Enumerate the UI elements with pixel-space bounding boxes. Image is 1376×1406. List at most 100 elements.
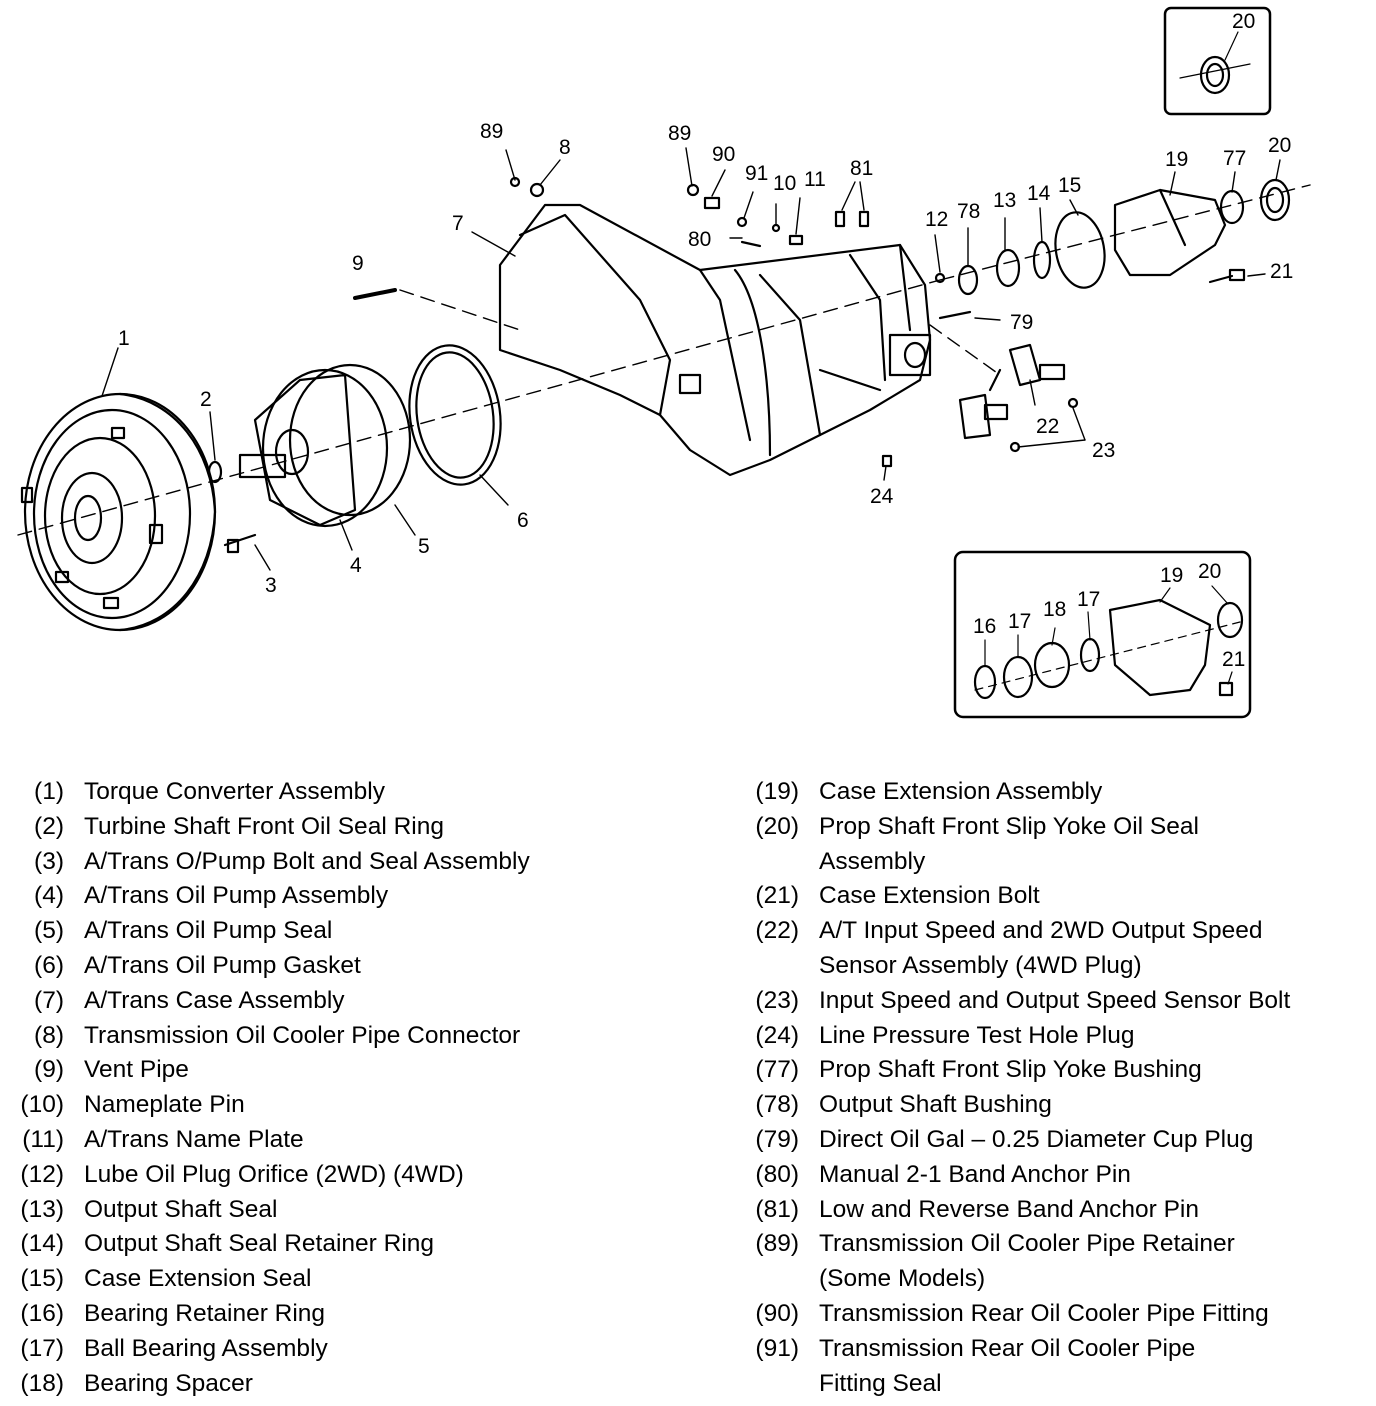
legend-item-number: (23) — [755, 986, 799, 1014]
inset-callout-17b: 17 — [1077, 588, 1100, 611]
callout-12: 12 — [925, 208, 948, 231]
legend-item-number: (15) — [20, 1265, 64, 1293]
legend-item-description: Output Shaft Bushing — [819, 1091, 1052, 1119]
callout-91: 91 — [745, 162, 768, 185]
legend-item-description: Transmission Rear Oil Cooler Pipe Fittin… — [819, 1299, 1269, 1327]
inset-4wd-extension-box — [953, 550, 1252, 719]
legend-item-description: A/Trans Oil Pump Seal — [84, 917, 333, 945]
speed-sensors-drawing — [881, 310, 1079, 468]
legend-item-description: Output Shaft Seal — [84, 1195, 278, 1223]
legend-item: (19)Case Extension Assembly — [745, 775, 1370, 810]
legend-item: (23)Input Speed and Output Speed Sensor … — [745, 984, 1370, 1019]
legend-item-description: Bearing Retainer Ring — [84, 1299, 326, 1327]
callout-80: 80 — [688, 228, 711, 251]
legend-item: (20)Prop Shaft Front Slip Yoke Oil Seal … — [745, 810, 1370, 880]
legend-item: (4)A/Trans Oil Pump Assembly — [10, 879, 650, 914]
legend-item-number: (5) — [34, 917, 64, 945]
legend-item-description: A/T Input Speed and 2WD Output Speed Sen… — [819, 917, 1263, 979]
legend-item-description: Case Extension Seal — [84, 1265, 312, 1293]
legend-item: (78)Output Shaft Bushing — [745, 1088, 1370, 1123]
legend-item-description: Manual 2-1 Band Anchor Pin — [819, 1160, 1131, 1188]
small-fittings-drawing — [509, 176, 946, 284]
vent-pipe-drawing — [353, 288, 397, 300]
legend-item: (16)Bearing Retainer Ring — [10, 1297, 650, 1332]
legend-item: (1)Torque Converter Assembly — [10, 775, 650, 810]
legend-item-number: (8) — [34, 1021, 64, 1049]
legend-item: (9)Vent Pipe — [10, 1053, 650, 1088]
legend-item: (18) Bearing Spacer — [10, 1367, 650, 1402]
inset-callout-17a: 17 — [1008, 610, 1031, 633]
legend-item: (2) Turbine Shaft Front Oil Seal Ring — [10, 810, 650, 845]
legend-item: (79)Direct Oil Gal – 0.25 Diameter Cup P… — [745, 1123, 1370, 1158]
legend-item: (89)Transmission Oil Cooler Pipe Retaine… — [745, 1227, 1370, 1297]
callout-7: 7 — [452, 212, 464, 235]
legend-item: (13)Output Shaft Seal — [10, 1193, 650, 1228]
rear-seal-rings-drawing — [957, 211, 1106, 296]
callout-6: 6 — [517, 509, 529, 532]
callout-3: 3 — [265, 574, 277, 597]
legend-item-number: (91) — [755, 1334, 799, 1362]
legend-item-number: (79) — [755, 1125, 799, 1153]
legend-item-description: A/Trans Name Plate — [84, 1125, 304, 1153]
legend-item-description: Transmission Rear Oil Cooler Pipe Fittin… — [819, 1334, 1196, 1397]
callout-11: 11 — [804, 168, 826, 191]
legend-item-description: Ball Bearing Assembly — [84, 1334, 328, 1362]
front-oil-seal-ring-drawing — [207, 460, 223, 484]
legend-item-number: (1) — [34, 778, 64, 805]
callout-23: 23 — [1092, 439, 1115, 462]
legend-item-description: Bearing Spacer — [84, 1369, 253, 1397]
legend-item: (14)Output Shaft Seal Retainer Ring — [10, 1227, 650, 1262]
legend-item: (91) Transmission Rear Oil Cooler Pipe Fi… — [745, 1332, 1370, 1402]
oil-pump-drawing — [223, 363, 412, 554]
assembly-centerline — [17, 184, 1311, 536]
legend-item: (81)Low and Reverse Band Anchor Pin — [745, 1193, 1370, 1228]
legend-item-description: Prop Shaft Front Slip Yoke Bushing — [819, 1056, 1202, 1084]
legend-item-description: A/Trans Oil Pump Assembly — [84, 882, 389, 910]
legend-item: (8) Transmission Oil Cooler Pipe Connecto… — [10, 1019, 650, 1054]
legend-item-description: Case Extension Bolt — [819, 882, 1040, 910]
torque-converter-drawing — [20, 392, 217, 632]
leader-lines — [101, 147, 1281, 571]
callout-14: 14 — [1027, 182, 1051, 205]
exploded-transmission-diagram: 1 2 3 4 5 6 7 89 8 9 89 90 91 10 11 80 8… — [17, 6, 1311, 719]
callout-79: 79 — [1010, 311, 1033, 334]
inset-callout-16: 16 — [973, 615, 996, 638]
legend-item-description: Prop Shaft Front Slip Yoke Oil Seal Asse… — [819, 812, 1199, 875]
legend-item-description: Line Pressure Test Hole Plug — [819, 1021, 1135, 1049]
callout-13: 13 — [993, 189, 1016, 212]
legend-item-description: Transmission Oil Cooler Pipe Retainer (S… — [819, 1230, 1235, 1293]
inset-seal-detail-box — [1163, 6, 1272, 116]
legend-item-number: (6) — [34, 951, 64, 979]
legend-item: (24)Line Pressure Test Hole Plug — [745, 1019, 1370, 1054]
callout-5: 5 — [418, 535, 430, 558]
legend-item: (6) A/Trans Oil Pump Gasket — [10, 949, 650, 984]
inset-callout-20: 20 — [1198, 560, 1221, 583]
legend-item-description: Turbine Shaft Front Oil Seal Ring — [84, 812, 444, 840]
legend-item-number: (2) — [34, 812, 64, 840]
legend-item: (90) Transmission Rear Oil Cooler Pipe Fi… — [745, 1297, 1370, 1332]
legend-item-description: Low and Reverse Band Anchor Pin — [819, 1195, 1199, 1223]
legend-item-number: (18) — [20, 1369, 64, 1397]
legend-item-description: Vent Pipe — [84, 1056, 189, 1084]
callout-10: 10 — [773, 172, 796, 195]
callout-24: 24 — [870, 485, 894, 508]
legend-item-description: A/Trans Oil Pump Gasket — [84, 951, 361, 979]
callout-4: 4 — [350, 554, 362, 577]
legend-item: (3)A/Trans O/Pump Bolt and Seal Assembly — [10, 845, 650, 880]
callout-19: 19 — [1165, 148, 1188, 171]
legend-item-description: Transmission Oil Cooler Pipe Connector — [84, 1021, 521, 1049]
legend-item-number: (12) — [20, 1160, 64, 1188]
parts-legend-left: (1)Torque Converter Assembly(2) Turbine S… — [10, 775, 650, 1401]
callout-21: 21 — [1270, 260, 1293, 283]
legend-item: (15) Case Extension Seal — [10, 1262, 650, 1297]
legend-item-number: (90) — [755, 1299, 799, 1327]
legend-item: (12)Lube Oil Plug Orifice (2WD) (4WD) — [10, 1158, 650, 1193]
legend-item-description: Case Extension Assembly — [819, 778, 1103, 805]
legend-item: (5) A/Trans Oil Pump Seal — [10, 914, 650, 949]
legend-item-description: A/Trans Case Assembly — [84, 986, 345, 1014]
inset-top-callout-20: 20 — [1232, 10, 1255, 33]
legend-item: (22)A/T Input Speed and 2WD Output Speed… — [745, 914, 1370, 984]
legend-item-description: A/Trans O/Pump Bolt and Seal Assembly — [84, 847, 530, 875]
legend-item-number: (77) — [755, 1056, 799, 1084]
callout-2: 2 — [200, 388, 212, 411]
